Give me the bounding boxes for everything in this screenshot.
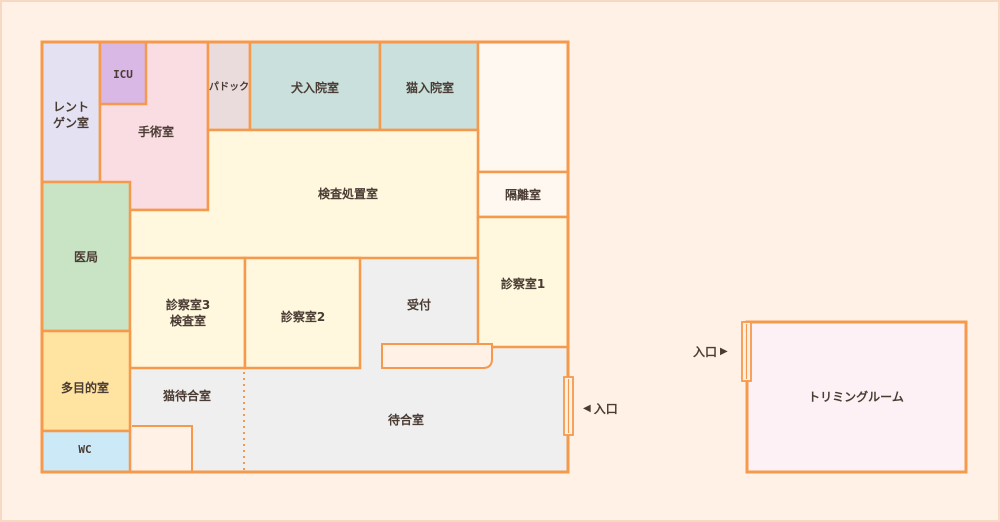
exam-room-1-label: 診察室1 bbox=[500, 277, 546, 291]
reception-counter bbox=[381, 343, 493, 369]
trimming-room bbox=[745, 320, 968, 474]
exam-room-2-label: 診察室2 bbox=[280, 310, 326, 324]
paddock-room-label: パドック bbox=[208, 82, 250, 93]
icu-room-label: ICU bbox=[113, 68, 133, 81]
cat-ward-label: 猫入院室 bbox=[405, 81, 455, 95]
trimming-room-label: トリミングルーム bbox=[808, 390, 904, 404]
isolation-room bbox=[476, 170, 570, 219]
arrow-left-icon: ◀ bbox=[583, 403, 591, 414]
exam-room-3 bbox=[128, 256, 247, 370]
waiting-room-label: 待合室 bbox=[387, 413, 425, 427]
reception-label: 受付 bbox=[406, 298, 432, 312]
exam-room-2 bbox=[243, 256, 362, 370]
pharmacy-room-label: 医局 bbox=[73, 250, 99, 264]
main-entrance-label: 入口 bbox=[593, 402, 618, 416]
cat-ward-room bbox=[378, 40, 480, 132]
dog-ward-label: 犬入院室 bbox=[290, 81, 340, 95]
storage-room bbox=[476, 40, 570, 174]
paddock-room bbox=[206, 40, 252, 132]
arrow-right-icon: ▶ bbox=[720, 346, 728, 357]
cat-waiting-label: 猫待合室 bbox=[162, 389, 212, 403]
trimming-entrance-label: 入口 bbox=[693, 345, 718, 359]
wc-label: WC bbox=[78, 443, 92, 456]
exam-room-3-label: 診察室3 検査室 bbox=[165, 298, 211, 328]
dog-ward-room bbox=[248, 40, 382, 132]
xray-room-label: レント ゲン室 bbox=[52, 100, 90, 130]
surgery-room-label: 手術室 bbox=[137, 125, 175, 139]
main-entrance-marker: ◀ 入口 bbox=[583, 400, 618, 417]
trimming-entrance-marker: 入口 ▶ bbox=[693, 343, 728, 360]
multipurpose-room-label: 多目的室 bbox=[60, 381, 110, 395]
exam-treatment-label: 検査処置室 bbox=[317, 187, 379, 201]
clinic-outer-wall bbox=[40, 40, 570, 474]
isolation-room-label: 隔離室 bbox=[504, 188, 542, 202]
pharmacy-room bbox=[40, 180, 132, 333]
